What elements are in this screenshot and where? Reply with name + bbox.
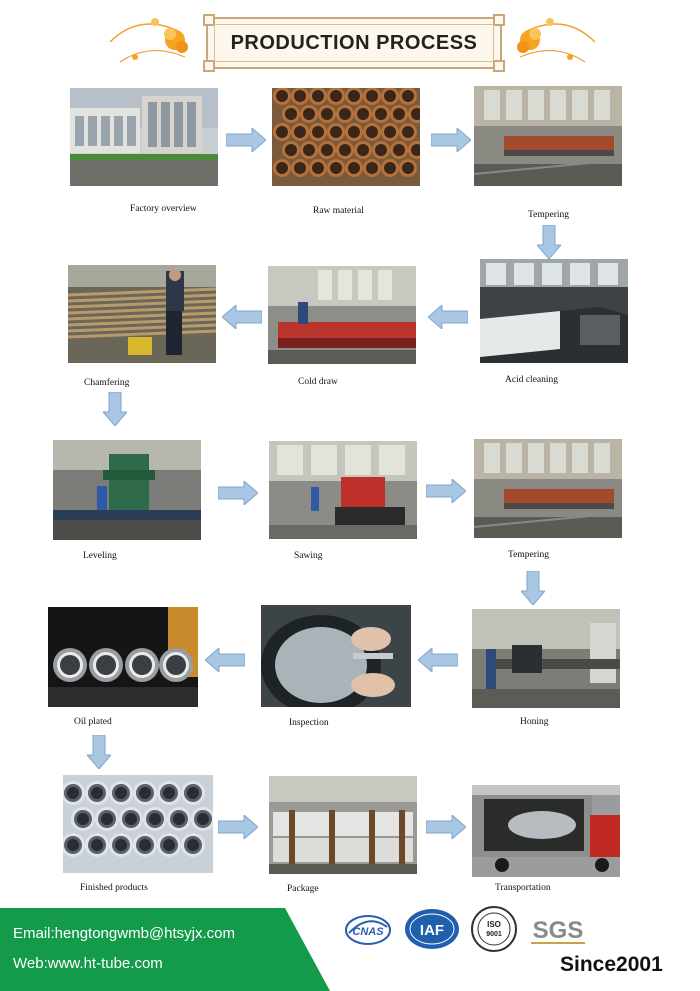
svg-text:ISO: ISO [487,920,501,929]
since-text: Since2001 [560,953,663,976]
step-label: Package [287,884,319,894]
web-text: Web:www.ht-tube.com [13,955,163,972]
flow-arrow-icon [537,225,561,259]
step-label: Tempering [508,550,550,560]
step-label: Chamfering [84,378,130,388]
step-photo [268,266,416,364]
step-label: Oil plated [74,717,112,727]
svg-text:IAF: IAF [420,922,444,939]
flow-arrow-icon [426,479,466,503]
step-label: Leveling [83,551,117,561]
step-photo [474,439,622,538]
step-label: Inspection [289,718,329,728]
step-photo [269,776,417,874]
banner-corner [493,14,505,26]
step-photo [474,86,622,186]
step-label: Raw material [313,206,364,216]
flow-arrow-icon [226,128,266,152]
step-label: Factory overview [130,204,197,214]
flow-arrow-icon [218,815,258,839]
step-photo [63,775,213,873]
iso9001-logo: ISO 9001 [471,906,517,952]
flow-arrow-icon [103,392,127,426]
step-label: Finished products [80,883,148,893]
cnas-logo: CNAS [345,915,391,945]
step-photo [53,440,201,540]
flow-arrow-icon [426,815,466,839]
flow-arrow-icon [521,571,545,605]
step-label: Transportation [495,883,551,893]
banner-corner [203,14,215,26]
step-label: Acid cleaning [505,375,559,385]
flower-ornament-right [517,18,596,63]
step-photo [48,607,198,707]
step-photo [480,259,628,363]
page-title: PRODUCTION PROCESS [230,31,478,54]
step-photo [68,265,216,363]
flow-arrow-icon [222,305,262,329]
flow-arrow-icon [418,648,458,672]
step-label: Honing [520,717,549,727]
step-photo [472,609,620,708]
flow-arrow-icon [431,128,471,152]
step-label: Cold draw [298,377,338,387]
title-banner: PRODUCTION PROCESS [203,14,505,72]
svg-text:SGS: SGS [533,917,584,944]
step-label: Sawing [294,551,323,561]
banner-corner [493,60,505,72]
step-photo [272,88,420,186]
banner-corner [203,60,215,72]
contact-banner: Email:hengtongwmb@htsyjx.com Web:www.ht-… [0,908,330,991]
flow-arrow-icon [218,481,258,505]
flow-arrow-icon [87,735,111,769]
step-photo [472,785,620,877]
sgs-logo: SGS [531,917,585,944]
step-photo [269,441,417,539]
flow-arrow-icon [428,305,468,329]
iaf-logo: IAF [405,909,459,949]
svg-text:9001: 9001 [486,931,502,938]
step-photo [261,605,411,707]
step-photo [70,88,218,186]
step-label: Tempering [528,210,570,220]
svg-text:CNAS: CNAS [352,926,384,938]
email-text: Email:hengtongwmb@htsyjx.com [13,925,235,942]
flower-ornament-left [109,18,188,63]
flow-arrow-icon [205,648,245,672]
